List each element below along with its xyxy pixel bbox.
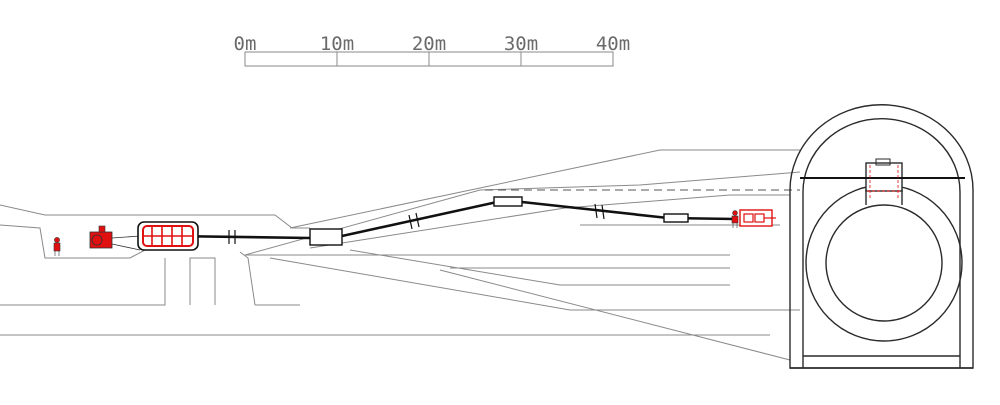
lower-block-middle <box>189 257 216 305</box>
lower-tunnel-5 <box>439 269 791 361</box>
scale-tick-label: 30m <box>504 33 538 55</box>
scale-tick-label: 20m <box>412 33 446 55</box>
tunnel-ceiling-left <box>0 204 310 229</box>
shaft-red-marker <box>869 165 899 200</box>
pulling-device-icon <box>739 209 776 227</box>
inclined-tunnel-mid <box>244 171 801 256</box>
cable-guide-icon <box>408 212 420 230</box>
winch-machine-icon <box>89 225 141 251</box>
shaft-riser <box>865 189 903 205</box>
tunnel-outlines <box>0 149 801 361</box>
worker-icon <box>53 237 61 256</box>
shaft-section <box>789 104 974 369</box>
cable-guide-icon <box>594 203 605 220</box>
scale-tick-label: 40m <box>596 33 630 55</box>
lower-block-left <box>0 258 166 306</box>
inclined-tunnel-lower <box>309 194 790 249</box>
tunnel-ring-inner <box>825 204 943 322</box>
lower-tunnel-3 <box>349 249 730 286</box>
pulley-icon <box>493 196 523 207</box>
inclined-tunnel-top <box>289 149 800 229</box>
pulley-icon <box>663 213 689 223</box>
scale-bar: 0m 10m 20m 30m 40m <box>234 33 630 67</box>
shaft-inner-wall <box>802 118 961 368</box>
scale-tick-label: 0m <box>234 33 257 55</box>
worker-icon <box>731 210 739 228</box>
tunnel-ring-outer <box>805 184 963 342</box>
cable-guide-icon <box>228 230 236 244</box>
cable-drum-icon <box>137 221 199 251</box>
lower-block-slope <box>239 251 256 306</box>
pulley-icon <box>309 228 343 246</box>
scale-tick-label: 10m <box>320 33 354 55</box>
shaft-outer-wall <box>789 104 974 369</box>
shaft-hatch-cap <box>875 158 891 166</box>
lower-tunnel-2 <box>269 257 800 311</box>
cable-route <box>169 200 736 240</box>
